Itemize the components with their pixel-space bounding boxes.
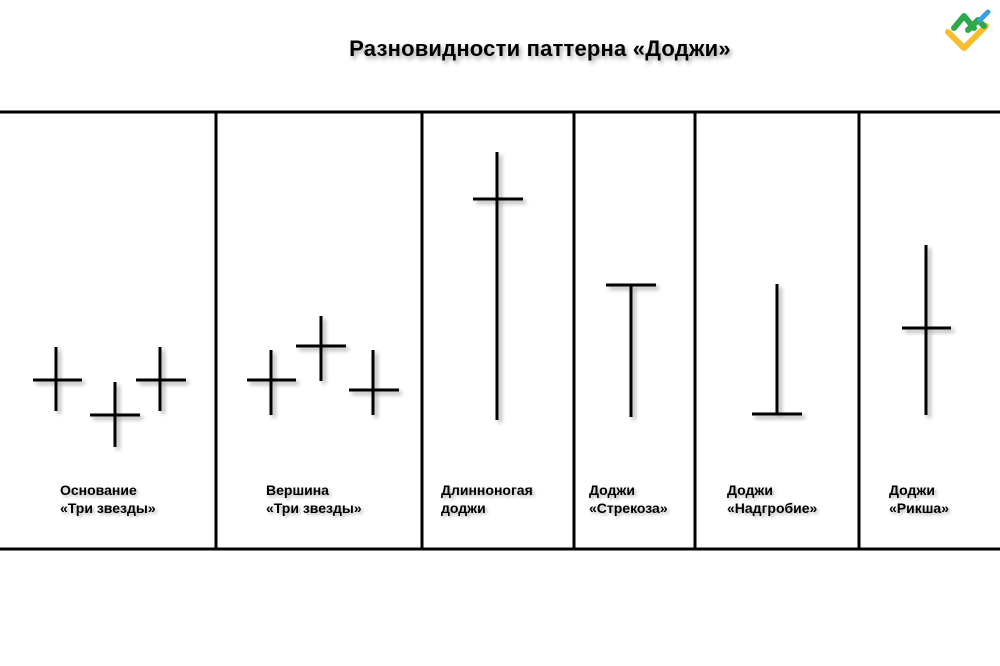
panel-label-dragonfly-doji: Доджи «Стрекоза» <box>589 481 668 517</box>
label-line-2: «Надгробие» <box>727 500 818 516</box>
label-line-1: Вершина <box>266 482 329 498</box>
label-line-1: Доджи <box>889 482 935 498</box>
brand-logo-icon <box>945 9 991 51</box>
label-line-1: Основание <box>60 482 137 498</box>
label-line-1: Длинноногая <box>441 482 533 498</box>
dragonfly-doji-icon <box>606 283 656 417</box>
label-line-2: доджи <box>441 500 486 516</box>
gravestone-doji-icon <box>752 284 802 416</box>
doji-candle-icon <box>247 350 296 415</box>
doji-candle-icon <box>296 316 346 381</box>
panel-label-morning-doji-star: Основание «Три звезды» <box>60 481 156 517</box>
page-title: Разновидности паттерна «Доджи» <box>349 36 731 61</box>
long-legged-doji-icon <box>473 152 523 420</box>
rickshaw-doji-icon <box>902 245 951 415</box>
label-line-1: Доджи <box>727 482 773 498</box>
table-frame <box>0 110 1000 551</box>
panel-label-long-legged-doji: Длинноногая доджи <box>441 481 533 517</box>
doji-candle-icon <box>90 382 140 447</box>
doji-candle-icon <box>136 347 186 411</box>
panel-label-rickshaw-doji: Доджи «Рикша» <box>889 481 949 517</box>
label-line-2: «Стрекоза» <box>589 500 668 516</box>
label-line-1: Доджи <box>589 482 635 498</box>
doji-candle-icon <box>33 347 82 411</box>
panel-label-gravestone-doji: Доджи «Надгробие» <box>727 481 817 517</box>
doji-candle-icon <box>349 350 399 415</box>
panel-label-evening-doji-star: Вершина «Три звезды» <box>266 481 362 517</box>
label-line-2: «Три звезды» <box>266 500 362 516</box>
label-line-2: «Рикша» <box>889 500 949 516</box>
label-line-2: «Три звезды» <box>60 500 156 516</box>
